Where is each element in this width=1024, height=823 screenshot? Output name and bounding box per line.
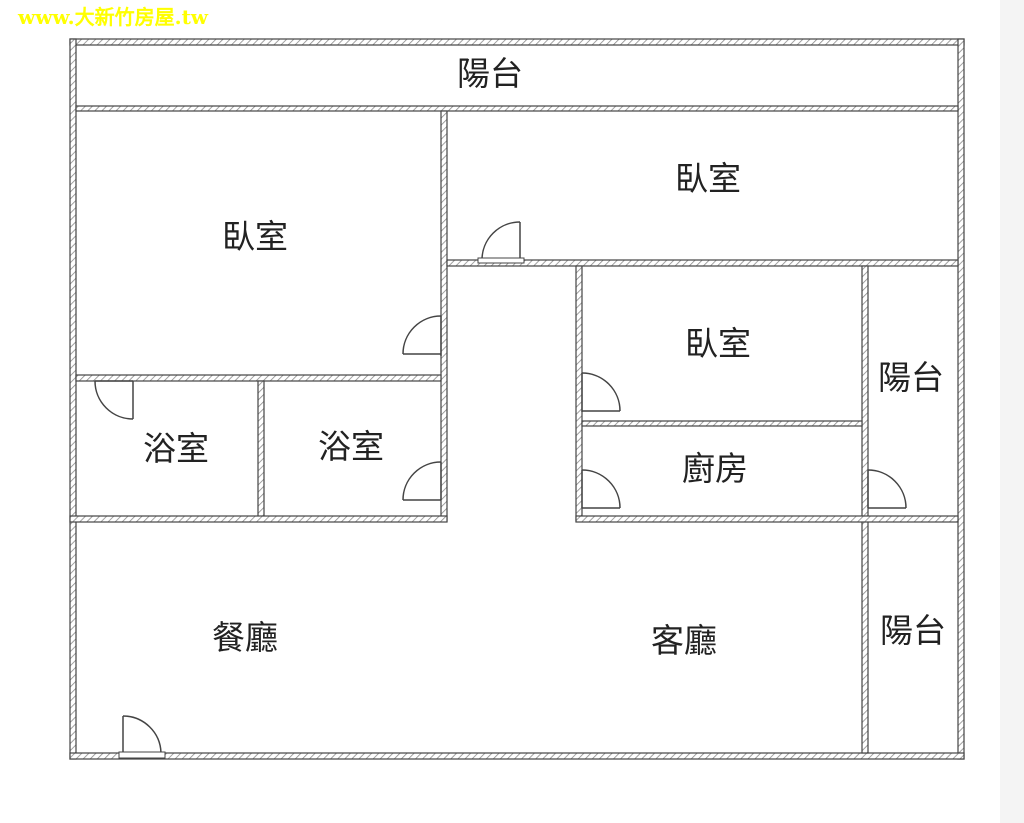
wall-middle-block-right (861, 265, 869, 754)
wall-bedroom-kitchen (581, 420, 863, 427)
wall-bedroom-upper-bottom (446, 259, 959, 267)
wall-outer-top (69, 38, 965, 46)
door-entrance (118, 715, 166, 759)
wall-outer-bottom (69, 752, 965, 760)
wall-kitchen-bottom (575, 515, 959, 523)
site-watermark: www.大新竹房屋.tw (18, 5, 209, 29)
right-margin-strip (1000, 0, 1024, 823)
room-label-bathroom-right: 浴室 (318, 427, 384, 466)
room-label-balcony-top: 陽台 (457, 54, 523, 93)
wall-balcony-top (75, 105, 959, 112)
room-label-bedroom-middle: 臥室 (685, 324, 751, 363)
doors (94, 221, 907, 759)
room-label-dining-room: 餐廳 (212, 618, 278, 657)
floor-plan: 陽台 臥室 臥室 臥室 陽台 浴室 浴室 廚房 餐廳 客廳 陽台 (69, 38, 965, 760)
door-bathroom-right (402, 461, 442, 501)
wall-bathrooms-bottom (69, 515, 448, 523)
room-label-kitchen: 廚房 (682, 449, 748, 488)
room-label-bathroom-left: 浴室 (143, 429, 209, 468)
door-bedroom-upper (477, 221, 525, 264)
wall-bedroom-left-bottom (75, 374, 442, 382)
room-labels: 陽台 臥室 臥室 臥室 陽台 浴室 浴室 廚房 餐廳 客廳 陽台 (143, 54, 946, 660)
room-label-bedroom-left: 臥室 (222, 217, 288, 256)
door-balcony-right-upper (867, 469, 907, 509)
door-bedroom-middle (581, 372, 621, 412)
door-kitchen (581, 469, 621, 509)
room-label-balcony-right-lower: 陽台 (880, 611, 946, 650)
room-label-living-room: 客廳 (651, 621, 717, 660)
walls (69, 38, 965, 760)
wall-outer-left (69, 38, 77, 760)
wall-middle-block-left (575, 265, 583, 522)
door-bedroom-left (402, 315, 442, 356)
room-label-bedroom-upper-right: 臥室 (675, 159, 741, 198)
room-label-balcony-right-upper: 陽台 (878, 358, 944, 397)
door-bathroom-left (94, 380, 134, 420)
wall-outer-right (957, 38, 965, 760)
wall-bedroom-left-right (440, 110, 448, 522)
wall-bathroom-divider (257, 380, 265, 522)
